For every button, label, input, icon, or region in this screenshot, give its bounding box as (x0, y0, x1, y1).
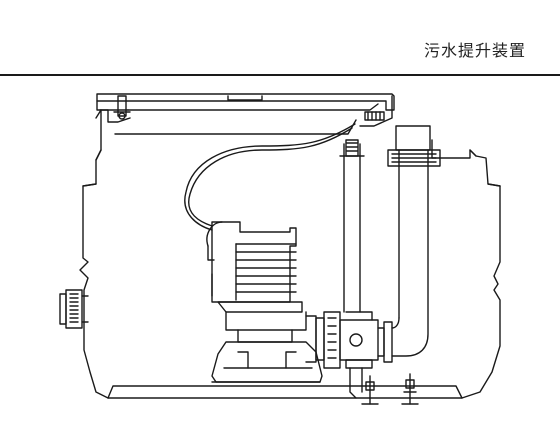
vent-pipe-icon (340, 140, 364, 312)
floor-anchor-icon (362, 374, 418, 404)
discharge-pipe-icon (378, 126, 440, 362)
header-divider (0, 74, 560, 76)
tank-body-icon (80, 110, 500, 398)
page-title: 污水提升装置 (423, 41, 526, 60)
check-valve-icon (316, 312, 378, 398)
inlet-coupling-icon (60, 290, 88, 328)
submersible-pump-icon (207, 222, 322, 382)
pump-cable-icon (185, 124, 355, 230)
